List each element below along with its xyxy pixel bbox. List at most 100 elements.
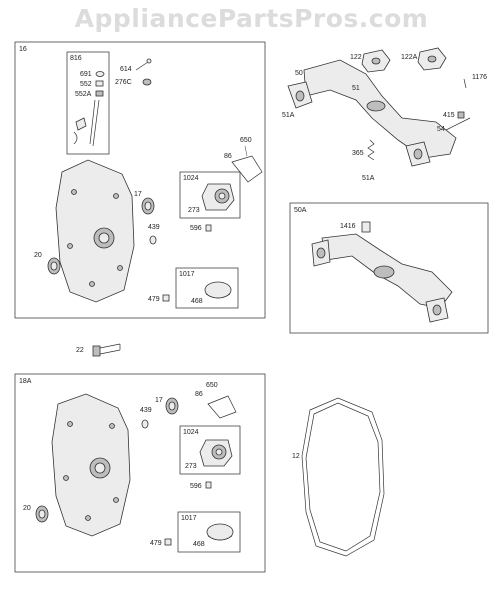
part-20-18A-seal-inner <box>38 509 46 519</box>
kit-816[interactable]: 816 691 552 552A <box>66 51 110 155</box>
part-596-18A-screw[interactable] <box>205 481 212 489</box>
part-415-nut[interactable] <box>457 111 465 119</box>
kit-816-label: 816 <box>70 55 82 62</box>
part-691-washer[interactable] <box>95 71 105 77</box>
governor-arm[interactable] <box>75 117 87 131</box>
group-50A-frame <box>289 202 489 334</box>
kit-816-frame <box>66 51 110 155</box>
cover-bolt-hole <box>89 281 95 287</box>
part-1176-pin[interactable] <box>463 78 467 89</box>
part-273-18A-label: 273 <box>185 463 197 470</box>
part-439-label: 439 <box>148 224 160 231</box>
part-54-label: 54 <box>437 126 445 133</box>
part-12-gasket-outer <box>301 397 385 557</box>
part-17-18A-seal-inner <box>168 401 176 411</box>
part-86-label: 86 <box>224 153 232 160</box>
part-365-spring[interactable] <box>367 139 375 161</box>
part-86-gasket[interactable] <box>231 155 263 183</box>
part-479-label: 479 <box>148 296 160 303</box>
part-596-screw[interactable] <box>205 224 212 232</box>
part-20-label: 20 <box>34 252 42 259</box>
governor-clip <box>73 131 78 145</box>
part-273-label: 273 <box>188 207 200 214</box>
part-650-label: 650 <box>240 137 252 144</box>
cover-bolt-hole <box>67 421 73 427</box>
cover-bolt-hole <box>67 243 73 249</box>
part-17-label: 17 <box>134 191 142 198</box>
part-479-screw[interactable] <box>162 294 170 302</box>
part-50-label: 50 <box>295 70 303 77</box>
group-16: 16 816 691 552 552A 614 276C <box>14 41 266 319</box>
group-50A: 50A 1416 <box>289 202 489 334</box>
group-16-label: 16 <box>19 46 27 53</box>
part-614-head <box>146 58 152 64</box>
part-22-bolt-head <box>92 345 101 357</box>
part-122A-port <box>427 55 437 63</box>
kit-1017-18A[interactable]: 1017 468 <box>177 511 241 553</box>
kit-1017[interactable]: 1017 468 <box>175 267 239 309</box>
oil-filter-cover-rim <box>205 293 231 299</box>
governor-shaft[interactable] <box>89 99 100 147</box>
cover-bolt-hole <box>71 189 77 195</box>
gasket-12[interactable]: 12 <box>292 397 385 557</box>
part-122A-label: 122A <box>401 54 418 61</box>
cover-bolt-hole <box>113 497 119 503</box>
part-22-bolt-shank <box>99 343 121 355</box>
part-51-label: 51 <box>352 85 360 92</box>
group-50A-label: 50A <box>294 207 307 214</box>
site-watermark: AppliancePartsPros.com <box>74 4 429 33</box>
part-552-spring[interactable] <box>95 80 104 87</box>
part-691-label: 691 <box>80 71 92 78</box>
kit-1024[interactable]: 1024 273 <box>179 171 241 219</box>
part-54-bolt[interactable] <box>445 117 471 131</box>
part-1416-fitting[interactable] <box>361 221 371 233</box>
part-596-18A-label: 596 <box>190 483 202 490</box>
part-12-label: 12 <box>292 453 300 460</box>
part-552A-spring[interactable] <box>95 90 104 97</box>
kit-1017-label: 1017 <box>179 271 195 278</box>
group-18A: 18A 650 17 86 439 20 1024 273 <box>14 373 266 573</box>
part-20-seal-inner <box>50 261 58 271</box>
cover-bolt-hole <box>117 265 123 271</box>
crankcase-cover[interactable] <box>55 159 135 303</box>
oil-filter-cover-18A-rim <box>207 535 233 541</box>
part-614-label: 614 <box>120 66 132 73</box>
part-51A-label: 51A <box>282 112 295 119</box>
part-479-18A-screw[interactable] <box>164 538 172 546</box>
50A-port-left <box>316 247 326 259</box>
part-51A-lower-label: 51A <box>362 175 375 182</box>
part-596-label: 596 <box>190 225 202 232</box>
50A-center-port <box>373 265 395 279</box>
part-479-18A-label: 479 <box>150 540 162 547</box>
part-439-plug[interactable] <box>149 235 157 245</box>
part-122-port <box>371 57 381 65</box>
kit-1024-18A-label: 1024 <box>183 429 199 436</box>
group-18A-label: 18A <box>19 378 32 385</box>
part-86-18A-label: 86 <box>195 391 203 398</box>
manifold-center-port <box>366 100 386 112</box>
part-1416-label: 1416 <box>340 223 356 230</box>
cover-bearing-inner <box>98 232 110 244</box>
kit-1024-18A[interactable]: 1024 273 <box>179 425 241 475</box>
part-468-18A-label: 468 <box>193 541 205 548</box>
part-86-18A-gasket[interactable] <box>207 395 237 419</box>
part-614-pin[interactable] <box>135 61 149 71</box>
part-415-label: 415 <box>443 112 455 119</box>
part-552A-label: 552A <box>75 91 92 98</box>
manifold-port-right <box>413 148 423 160</box>
part-276C-label: 276C <box>115 79 132 86</box>
bolt-22[interactable]: 22 <box>76 343 121 357</box>
part-439-18A-plug[interactable] <box>141 419 149 429</box>
part-365-label: 365 <box>352 150 364 157</box>
part-17-18A-label: 17 <box>155 397 163 404</box>
cover-bolt-hole <box>85 515 91 521</box>
part-439-18A-label: 439 <box>140 407 152 414</box>
oil-pump-18A-rotor-hub <box>215 448 223 456</box>
part-20-18A-label: 20 <box>23 505 31 512</box>
part-276C-seal[interactable] <box>142 78 152 86</box>
manifold-port-left <box>295 90 305 102</box>
part-552-label: 552 <box>80 81 92 88</box>
kit-1024-label: 1024 <box>183 175 199 182</box>
kit-1024-18A-frame <box>179 425 241 475</box>
